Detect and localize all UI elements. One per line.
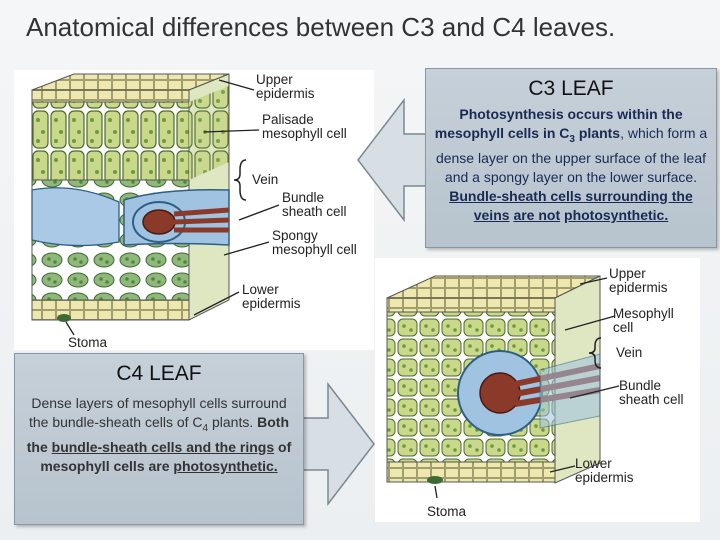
- c4-label-vein: Vein: [616, 345, 642, 360]
- page-title: Anatomical differences between C3 and C4…: [26, 12, 616, 42]
- arrow-right-icon: [297, 382, 375, 506]
- c3-heading: C3 LEAF: [528, 77, 614, 100]
- c4-heading: C4 LEAF: [116, 362, 202, 385]
- c3-description: Photosynthesis occurs within the mesophy…: [434, 106, 708, 223]
- arrow-left-icon: [357, 98, 435, 222]
- c4-info-box: C4 LEAF Dense layers of mesophyll cells …: [14, 353, 304, 525]
- c3-label-vein: Vein: [252, 172, 278, 187]
- c4-description: Dense layers of mesophyll cells surround…: [26, 395, 292, 474]
- c3-label-stoma: Stoma: [68, 335, 108, 350]
- c4-label-stoma: Stoma: [427, 504, 467, 519]
- c3-info-box: C3 LEAF Photosynthesis occurs within the…: [425, 68, 717, 248]
